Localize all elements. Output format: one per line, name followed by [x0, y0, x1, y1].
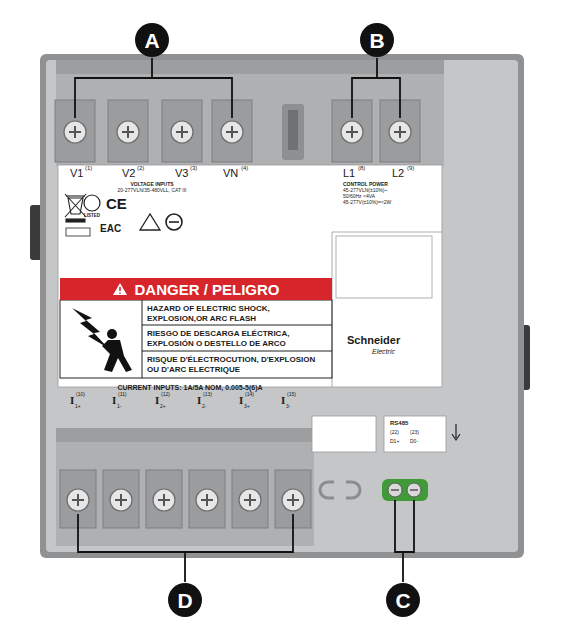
current-inputs-text: CURRENT INPUTS: 1A/5A NOM, 0.005-5(6)A [117, 384, 262, 391]
terminal-screws [67, 489, 304, 511]
terminal-screws [64, 121, 411, 143]
terminal-subscript: 2+ [160, 404, 166, 409]
eac-mark: EAC [100, 224, 121, 234]
housing [40, 54, 524, 558]
cert-mark [169, 221, 179, 223]
pin-name: D1+ [390, 439, 399, 444]
warning-title: DANGER / PELIGRO [134, 282, 279, 297]
hazard-table [142, 351, 332, 352]
hazard-text: RIESGO DE DESCARGA ELÉCTRICA, EXPLOSIÓN … [147, 329, 327, 348]
arrow-symbol [452, 424, 460, 440]
terminal-label: L1 [343, 168, 355, 179]
callout-letter: D [168, 583, 202, 617]
rating-text: CONTROL POWER [343, 182, 388, 187]
brand-name: Electric [372, 348, 395, 355]
port-symbol [320, 482, 360, 498]
rating-text: 45-277V(±10%)=<2W [343, 200, 391, 205]
terminal-label: V3 [175, 168, 188, 179]
rating-text: 20-277VLN/35-480VLL, CAT III [117, 188, 186, 193]
terminal-subscript: 3- [286, 404, 290, 409]
connector-screw [391, 489, 418, 491]
center-latch [282, 104, 304, 160]
terminal-number: (4) [241, 165, 248, 171]
weee-symbol [65, 194, 86, 222]
label-sticker [58, 165, 442, 387]
hazard-text: HAZARD OF ELECTRIC SHOCK, EXPLOSION,OR A… [147, 304, 327, 323]
terminal-label: I [155, 395, 159, 406]
terminal-subscript: 1+ [75, 404, 81, 409]
rs485-label [384, 416, 446, 452]
terminal-label: I [281, 395, 285, 406]
ul-mark [84, 195, 100, 211]
terminal-ridge [56, 428, 314, 442]
terminal-number: (3) [190, 165, 197, 171]
terminal-subscript: 3+ [244, 404, 250, 409]
terminal-number: (13) [203, 392, 212, 397]
terminal-label: I [239, 395, 243, 406]
terminal-label: V1 [70, 168, 83, 179]
listing-text: LISTED [84, 214, 100, 219]
terminal-label: L2 [392, 168, 404, 179]
rating-text: 50/60Hz <4VA [343, 194, 375, 199]
rating-text: VOLTAGE INPUTS [130, 182, 173, 187]
warning-triangle [112, 282, 128, 296]
callout-text: B [369, 30, 384, 51]
rs485-connector [382, 479, 428, 501]
pin-number: (22) [390, 430, 399, 435]
rating-text: 45-277VLN(±10%)~ [343, 188, 387, 193]
hazard-text: RISQUE D'ÉLECTROCUTION, D'EXPLOSION OU D… [147, 355, 327, 374]
callout-bracket [75, 58, 414, 582]
hazard-table [142, 325, 332, 326]
rcm-mark [140, 214, 160, 230]
callout-letter: B [360, 23, 394, 57]
cert-mark [166, 214, 182, 230]
pin-number: (23) [410, 430, 419, 435]
terminal-number: (11) [118, 392, 127, 397]
terminal-label: VN [223, 168, 238, 179]
terminal-number: (14) [245, 392, 254, 397]
terminal-slots [55, 100, 420, 162]
terminal-subscript: 1- [117, 404, 121, 409]
danger-banner: DANGER / PELIGRO [60, 278, 332, 300]
ce-mark: CE [106, 196, 127, 211]
terminal-subscript: 2- [202, 404, 206, 409]
terminal-number: (12) [161, 392, 170, 397]
terminal-number: (2) [137, 165, 144, 171]
terminal-ridge [56, 60, 444, 74]
terminal-label: I [197, 395, 201, 406]
shock-icon [72, 308, 132, 372]
terminal-label: V2 [122, 168, 135, 179]
terminal-block [56, 60, 444, 166]
hazard-table [142, 300, 143, 378]
brand-name: Schneider [347, 335, 400, 346]
divider-line [332, 232, 442, 233]
callout-text: C [395, 590, 410, 611]
callout-text: D [177, 590, 192, 611]
housing-face [46, 60, 518, 552]
center-latch [288, 110, 298, 150]
standard-mark [66, 228, 90, 236]
hazard-table [60, 300, 332, 378]
terminal-slots [60, 470, 311, 528]
terminal-number: (15) [287, 392, 296, 397]
terminal-number: (8) [358, 165, 365, 171]
terminal-label: I [112, 395, 116, 406]
port-label: RS485 [390, 420, 408, 426]
blank-box [336, 236, 432, 298]
callout-letter: C [386, 583, 420, 617]
terminal-label: I [70, 395, 74, 406]
pin-name: D0- [410, 439, 418, 444]
terminal-block [56, 428, 314, 546]
terminal-number: (9) [407, 165, 414, 171]
callout-letter: A [135, 23, 169, 57]
terminal-number: (1) [85, 165, 92, 171]
blank-label [312, 416, 376, 452]
callout-text: A [144, 30, 159, 51]
terminal-number: (10) [76, 392, 85, 397]
